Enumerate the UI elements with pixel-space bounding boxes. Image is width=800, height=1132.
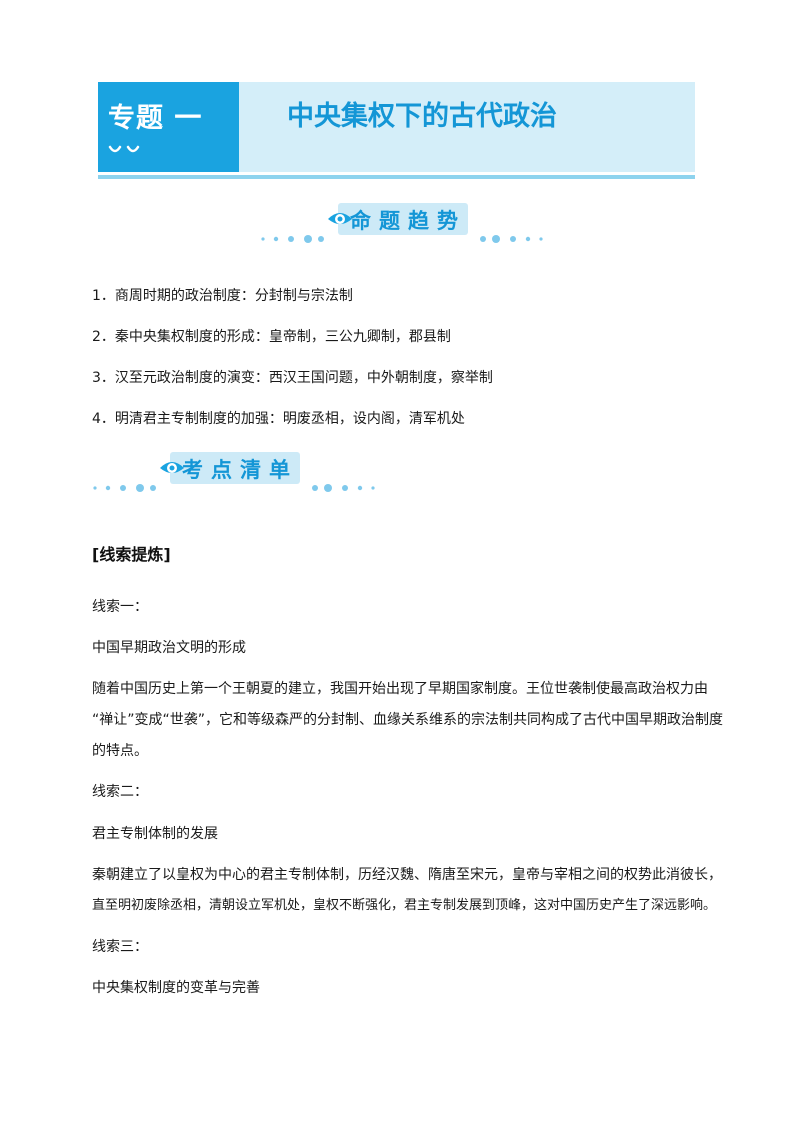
section-pill [338,203,468,235]
clue1-line-3: 的特点。 [92,743,148,759]
page-title: 中央集权下的古代政治 [287,101,557,132]
clue2-line-2: 直至明初废除丞相，清朝设立军机处，皇权不断强化，君主专制发展到顶峰，这对中国历史… [92,898,717,913]
section-pill [170,452,300,484]
decorative-dots-right [312,484,375,492]
topic-tag: 专题 一 [98,82,239,172]
banner-underline [98,175,695,179]
clue2-title: 君主专制体制的发展 [92,826,218,842]
trend-item-1: 1．商周时期的政治制度：分封制与宗法制 [92,288,353,304]
decorative-dots-left [261,235,324,243]
clue1-title: 中国早期政治文明的形成 [92,640,246,656]
clue3-label: 线索三： [92,939,148,955]
decorative-dots-left [93,484,156,492]
eye-icon [160,462,184,473]
clue1-line-2: “禅让”变成“世袭”，它和等级森严的分封制、血缘关系维系的宗法制共同构成了古代中… [92,712,724,728]
topic-tag-label: 专题 一 [108,103,203,134]
eye-icon [328,213,352,224]
clue1-label: 线索一： [92,599,148,615]
content-heading: [线索提炼] [92,545,171,564]
clue2-label: 线索二： [92,784,148,800]
section-title-checklist: 考点清单 [182,458,298,482]
trend-item-4: 4．明清君主专制制度的加强：明废丞相，设内阁，清军机处 [92,411,465,427]
trend-item-2: 2．秦中央集权制度的形成：皇帝制，三公九卿制，郡县制 [92,329,451,345]
trend-item-3: 3．汉至元政治制度的演变：西汉王国问题，中外朝制度，察举制 [92,370,493,386]
section-header-checklist: 考点清单 [90,452,380,500]
decorative-dots-right [480,235,543,243]
section-header-trend: 命题趋势 [258,203,548,251]
chevron-down-icon [108,145,140,153]
clue2-line-1: 秦朝建立了以皇权为中心的君主专制体制，历经汉魏、隋唐至宋元，皇帝与宰相之间的权势… [92,867,722,883]
section-title-trend: 命题趋势 [350,209,466,233]
clue1-line-1: 随着中国历史上第一个王朝夏的建立，我国开始出现了早期国家制度。王位世袭制使最高政… [92,681,708,697]
clue3-title: 中央集权制度的变革与完善 [92,980,260,996]
